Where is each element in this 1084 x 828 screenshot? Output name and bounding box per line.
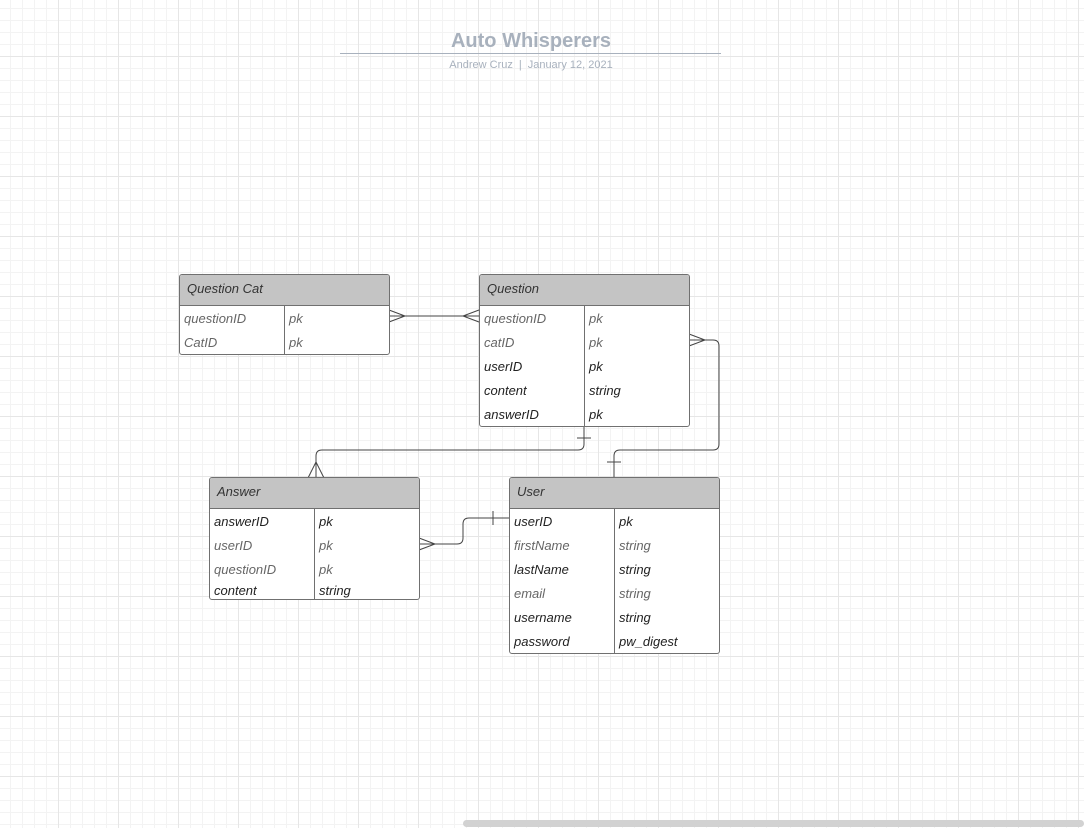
field-row[interactable]: content string <box>480 378 689 402</box>
field-name: answerID <box>480 402 585 426</box>
field-type: pw_digest <box>619 633 678 649</box>
field-type: pk <box>289 334 303 350</box>
field-row[interactable]: lastName string <box>510 557 719 581</box>
field-table: answerID pk userID pk questionID pk cont… <box>210 509 419 599</box>
rel-answer-user[interactable] <box>418 511 509 551</box>
field-name: content <box>480 378 585 402</box>
field-row[interactable]: catID pk <box>480 330 689 354</box>
field-row[interactable]: password pw_digest <box>510 629 719 653</box>
field-row[interactable]: CatID pk <box>180 330 389 354</box>
field-name: questionID <box>480 306 585 330</box>
subtitle-separator: | <box>518 59 522 71</box>
field-type: string <box>319 582 351 598</box>
field-row[interactable]: questionID pk <box>210 557 419 581</box>
field-type: pk <box>589 334 603 350</box>
field-name: answerID <box>210 509 315 533</box>
field-name: userID <box>210 533 315 557</box>
field-name: questionID <box>180 306 285 330</box>
field-row[interactable]: email string <box>510 581 719 605</box>
entity-title: Answer <box>210 478 419 509</box>
field-name: userID <box>510 509 615 533</box>
field-row[interactable]: userID pk <box>480 354 689 378</box>
rel-question-answer[interactable] <box>307 424 591 479</box>
entity-question[interactable]: Question questionID pk catID pk userID p… <box>479 274 690 427</box>
field-table: userID pk firstName string lastName stri… <box>510 509 719 653</box>
field-type: string <box>619 537 651 553</box>
field-type: string <box>589 382 621 398</box>
field-name: username <box>510 605 615 629</box>
field-name: CatID <box>180 330 285 354</box>
entity-title: Question <box>480 275 689 306</box>
field-name: questionID <box>210 557 315 581</box>
document-subtitle: Andrew Cruz | January 12, 2021 <box>340 59 722 71</box>
field-row[interactable]: answerID pk <box>210 509 419 533</box>
field-row[interactable]: answerID pk <box>480 402 689 426</box>
field-type: pk <box>289 310 303 326</box>
entity-user[interactable]: User userID pk firstName string lastName… <box>509 477 720 654</box>
field-row[interactable]: username string <box>510 605 719 629</box>
document-title: Auto Whisperers <box>450 30 612 52</box>
title-divider <box>340 53 721 54</box>
field-row[interactable]: firstName string <box>510 533 719 557</box>
field-row[interactable]: userID pk <box>510 509 719 533</box>
field-table: questionID pk CatID pk <box>180 306 389 354</box>
field-row[interactable]: content string <box>210 581 419 599</box>
rel-questioncat-question[interactable] <box>388 309 480 323</box>
entity-question-cat[interactable]: Question Cat questionID pk CatID pk <box>179 274 390 355</box>
field-type: pk <box>319 513 333 529</box>
field-name: content <box>210 581 315 599</box>
field-name: lastName <box>510 557 615 581</box>
field-type: string <box>619 609 651 625</box>
entity-title: Question Cat <box>180 275 389 306</box>
field-name: firstName <box>510 533 615 557</box>
field-type: pk <box>319 561 333 577</box>
field-name: password <box>510 629 615 653</box>
field-row[interactable]: questionID pk <box>480 306 689 330</box>
field-table: questionID pk catID pk userID pk content… <box>480 306 689 426</box>
entity-answer[interactable]: Answer answerID pk userID pk questionID … <box>209 477 420 600</box>
field-type: pk <box>589 358 603 374</box>
field-type: string <box>619 585 651 601</box>
field-type: pk <box>319 537 333 553</box>
horizontal-scrollbar[interactable] <box>463 820 1084 827</box>
field-name: userID <box>480 354 585 378</box>
document-date: January 12, 2021 <box>527 59 613 71</box>
field-type: pk <box>589 406 603 422</box>
entity-title: User <box>510 478 719 509</box>
field-type: string <box>619 561 651 577</box>
field-type: pk <box>619 513 633 529</box>
field-name: catID <box>480 330 585 354</box>
field-row[interactable]: questionID pk <box>180 306 389 330</box>
field-row[interactable]: userID pk <box>210 533 419 557</box>
field-type: pk <box>589 310 603 326</box>
rel-question-user[interactable] <box>607 333 720 478</box>
field-name: email <box>510 581 615 605</box>
author-name: Andrew Cruz <box>449 59 513 71</box>
